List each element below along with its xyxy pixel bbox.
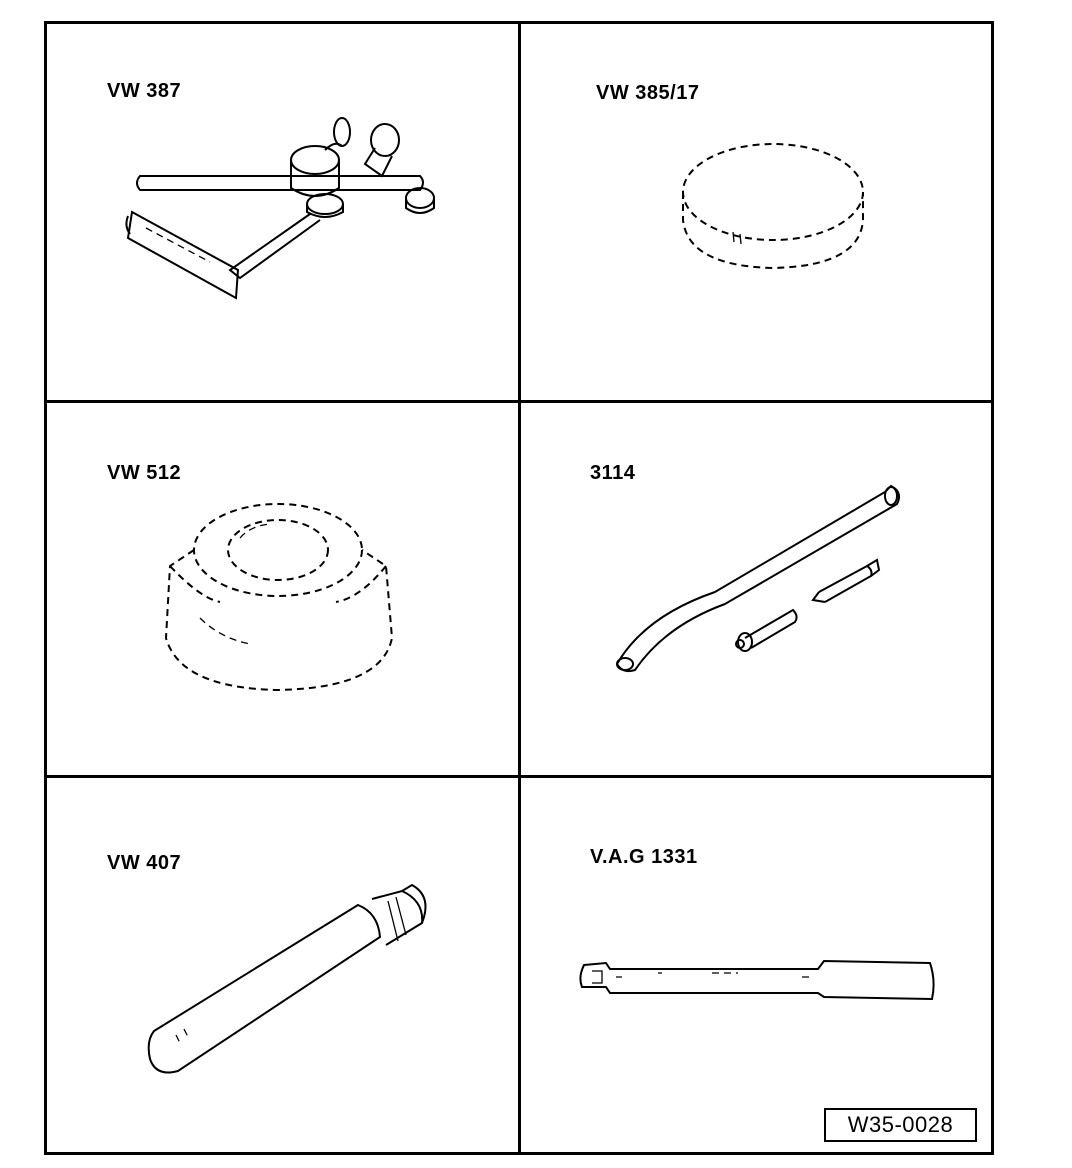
grid-divider-row2: [47, 775, 991, 778]
tool-grid: [44, 21, 994, 1155]
figure-reference-code: W35-0028: [824, 1108, 977, 1142]
drift-and-pins-illustration: [615, 484, 900, 673]
grid-divider-vertical: [518, 24, 521, 1152]
torque-wrench-illustration: [579, 959, 935, 1001]
tool-label-vw387: VW 387: [107, 80, 182, 102]
tool-label-vw407: VW 407: [107, 852, 182, 874]
tool-label-vag1331: V.A.G 1331: [590, 846, 698, 868]
grid-divider-row1: [47, 400, 991, 403]
tool-label-vw512: VW 512: [107, 462, 182, 484]
dial-gauge-holder-illustration: [125, 117, 435, 300]
press-piece-illustration: [147, 883, 427, 1074]
disc-illustration: [682, 143, 864, 270]
thrust-ring-illustration: [164, 503, 394, 692]
tool-label-vw385-17: VW 385/17: [596, 82, 700, 104]
tool-label-3114: 3114: [590, 462, 636, 484]
